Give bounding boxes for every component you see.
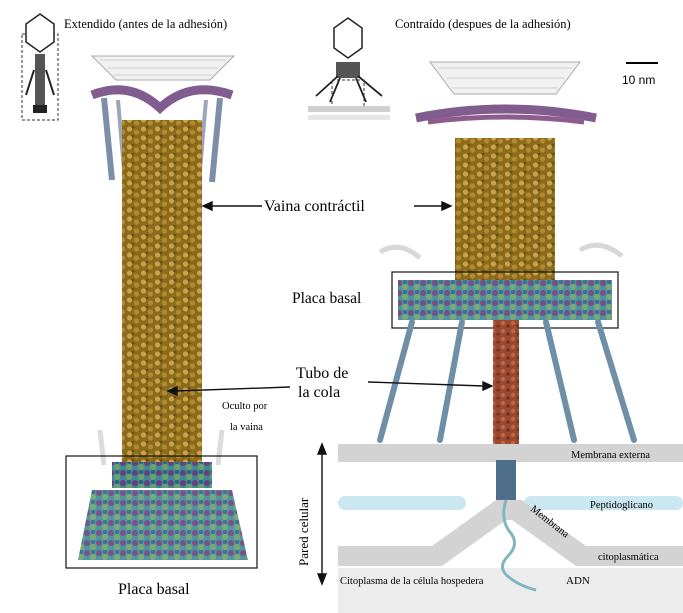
contracted-schematic-icon: [308, 18, 390, 120]
contractile-sheath-contracted: [455, 138, 555, 280]
extended-schematic-icon: [22, 14, 58, 120]
label-adn: ADN: [566, 575, 590, 587]
scale-bar-label: 10 nm: [622, 73, 655, 87]
label-oculto-line2: la vaina: [230, 422, 263, 433]
label-citoplasmatica: citoplasmática: [598, 552, 659, 563]
label-citoplasma: Citoplasma de la célula hospedera: [340, 576, 484, 587]
capsid-portal-left: [92, 56, 234, 80]
label-placa-basal-right: Placa basal: [292, 290, 361, 307]
label-vaina-contractil: Vaina contráctil: [264, 198, 365, 215]
capsid-portal-right: [430, 62, 580, 94]
tube-tip: [496, 460, 516, 500]
label-peptidoglicano: Peptidoglicano: [590, 500, 653, 511]
collar-right: [416, 109, 596, 122]
peptidoglycan-left: [338, 496, 466, 510]
right-panel-title: Contraído (despues de la adhesión): [395, 17, 571, 31]
host-cytoplasm: [338, 568, 683, 613]
label-pared-celular: Pared celular: [296, 497, 311, 566]
left-panel-title: Extendido (antes de la adhesión): [64, 17, 227, 31]
tail-tube: [493, 320, 519, 460]
label-tubo-line2: la cola: [298, 384, 340, 401]
label-oculto-line1: Oculto por: [222, 401, 268, 412]
contractile-sheath-extended: [122, 120, 202, 465]
label-tubo-line1: Tubo de: [296, 365, 348, 382]
label-placa-basal-left: Placa basal: [118, 581, 190, 598]
label-membrana-externa: Membrana externa: [571, 450, 650, 461]
